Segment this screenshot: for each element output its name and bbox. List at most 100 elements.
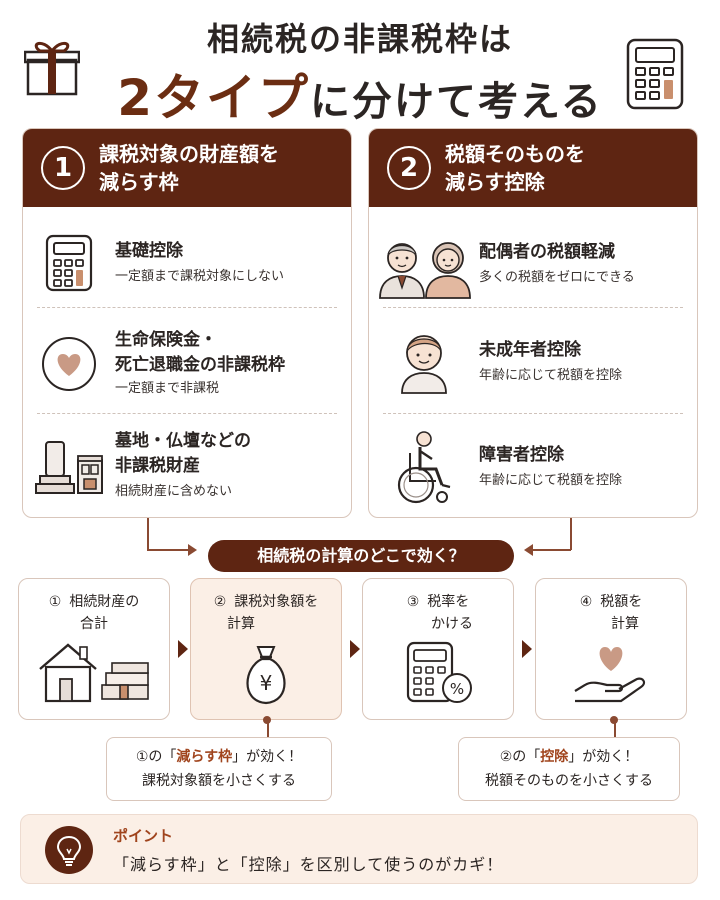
item-name: 配偶者の税額軽減: [479, 241, 615, 262]
page-subtitle: 2タイプに分けて考える: [0, 58, 720, 130]
connector-line: [614, 720, 616, 737]
step-line1: 税率を: [427, 594, 470, 610]
left-item-basic-deduction: 基礎控除 一定額まで課税対象にしない: [23, 223, 351, 303]
right-panel-number: 2: [387, 146, 431, 190]
step-line2: 合計: [80, 616, 108, 632]
step-number: ①: [48, 594, 62, 610]
item-name: 障害者控除: [479, 444, 564, 465]
item-name-line2: 非課税財産: [115, 456, 200, 476]
point-text: 「減らす枠」と「控除」を区別して使うのがカギ！: [113, 855, 504, 874]
step-label: ③ 税率を かける: [363, 591, 513, 635]
divider: [37, 307, 337, 308]
note-pre: ①の「: [135, 749, 177, 765]
svg-text:%: %: [450, 680, 464, 698]
wheelchair-icon: [369, 429, 479, 505]
right-panel-title-line2: 減らす控除: [445, 170, 545, 194]
step-number: ②: [213, 594, 227, 610]
arrow-left-icon: [524, 544, 533, 556]
step-arrow-icon: [350, 640, 360, 658]
right-item-spouse: 配偶者の税額軽減 多くの税額をゼロにできる: [369, 221, 697, 307]
item-desc: 一定額まで非課税: [115, 381, 220, 396]
step-line2: かける: [431, 616, 473, 632]
right-item-disability: 障害者控除 年齢に応じて税額を控除: [369, 421, 697, 513]
note-right-line2: 税額そのものを小さくする: [485, 773, 653, 789]
left-panel-number: 1: [41, 146, 85, 190]
step-4: ④ 税額を 計算: [535, 578, 687, 720]
left-panel-title: 課税対象の財産額を 減らす枠: [99, 140, 279, 196]
step-line2: 計算: [611, 616, 639, 632]
grave-altar-icon: [23, 436, 115, 496]
connector-line: [532, 549, 571, 551]
note-left: ①の「減らす枠」が効く！ 課税対象額を小さくする: [106, 737, 332, 801]
note-emphasis: 控除: [540, 749, 569, 765]
connector-line: [267, 720, 269, 737]
house-cash-icon: [19, 641, 169, 703]
hand-heart-icon: [536, 641, 686, 707]
item-desc: 年齢に応じて税額を控除: [479, 472, 623, 488]
left-panel-title-line1: 課税対象の財産額を: [99, 142, 279, 166]
title-rest: に分けて考える: [309, 79, 603, 125]
item-desc: 一定額まで課税対象にしない: [115, 268, 285, 284]
divider: [37, 413, 337, 414]
right-panel: 2 税額そのものを 減らす控除 配偶者: [368, 128, 698, 518]
left-panel: 1 課税対象の財産額を 減らす枠 基礎控除 一定額まで課税対象にしない: [22, 128, 352, 518]
svg-text:¥: ¥: [260, 671, 273, 695]
note-left-line2: 課税対象額を小さくする: [142, 773, 296, 789]
right-panel-title-line1: 税額そのものを: [445, 142, 585, 166]
item-name: 基礎控除: [115, 240, 183, 261]
step-arrow-icon: [178, 640, 188, 658]
title-accent: 2タイプ: [117, 69, 310, 127]
child-icon: [369, 329, 479, 395]
point-box: ポイント 「減らす枠」と「控除」を区別して使うのがカギ！: [20, 814, 698, 884]
item-name: 生命保険金・: [115, 330, 217, 350]
left-panel-header: 1 課税対象の財産額を 減らす枠: [23, 129, 351, 207]
step-line2: 計算: [227, 616, 255, 632]
step-label: ① 相続財産の 合計: [19, 591, 169, 635]
right-panel-title: 税額そのものを 減らす控除: [445, 140, 585, 196]
lightbulb-icon: [45, 826, 93, 874]
point-title: ポイント: [113, 827, 174, 845]
heart-icon: [23, 336, 115, 392]
note-pre: ②の「: [499, 749, 541, 765]
left-item-life-insurance: 生命保険金・ 死亡退職金の非課税枠 一定額まで非課税: [23, 317, 351, 411]
item-name-line2: 死亡退職金の非課税枠: [115, 355, 285, 375]
item-name: 未成年者控除: [479, 339, 581, 360]
step-number: ④: [579, 594, 593, 610]
step-2: ② 課税対象額を 計算 ¥: [190, 578, 342, 720]
left-panel-title-line2: 減らす枠: [99, 170, 179, 194]
note-post: 」が効く！: [232, 749, 303, 765]
note-right: ②の「控除」が効く！ 税額そのものを小さくする: [458, 737, 680, 801]
left-item-grave: 墓地・仏壇などの 非課税財産 相続財産に含めない: [23, 423, 351, 509]
step-line1: 課税対象額を: [234, 594, 319, 610]
connector-dot: [610, 716, 618, 724]
step-arrow-icon: [522, 640, 532, 658]
step-3: ③ 税率を かける %: [362, 578, 514, 720]
step-label: ② 課税対象額を 計算: [191, 591, 341, 635]
calculator-icon: [23, 234, 115, 292]
item-desc: 相続財産に含めない: [115, 484, 233, 499]
calculator-icon: [626, 38, 684, 114]
item-desc: 年齢に応じて税額を控除: [479, 367, 623, 383]
gift-icon: [23, 36, 81, 102]
right-panel-header: 2 税額そのものを 減らす控除: [369, 129, 697, 207]
note-right-line1: ②の「控除」が効く！: [459, 745, 679, 769]
note-post: 」が効く！: [568, 749, 639, 765]
item-name: 墓地・仏壇などの: [115, 431, 251, 451]
item-desc: 多くの税額をゼロにできる: [479, 269, 635, 285]
note-left-line1: ①の「減らす枠」が効く！: [107, 745, 331, 769]
money-bag-icon: ¥: [191, 641, 341, 707]
elderly-couple-icon: [369, 228, 479, 300]
page-title: 相続税の非課税枠は: [206, 20, 513, 58]
calculator-percent-icon: %: [363, 641, 513, 707]
step-line1: 相続財産の: [69, 594, 140, 610]
divider: [383, 307, 683, 308]
connector-line: [147, 549, 189, 551]
step-number: ③: [406, 594, 420, 610]
connector-dot: [263, 716, 271, 724]
note-emphasis: 減らす枠: [176, 749, 233, 765]
step-line1: 税額を: [600, 594, 643, 610]
connector-line: [147, 518, 149, 550]
arrow-right-icon: [188, 544, 197, 556]
divider: [383, 413, 683, 414]
connector-line: [570, 518, 572, 550]
